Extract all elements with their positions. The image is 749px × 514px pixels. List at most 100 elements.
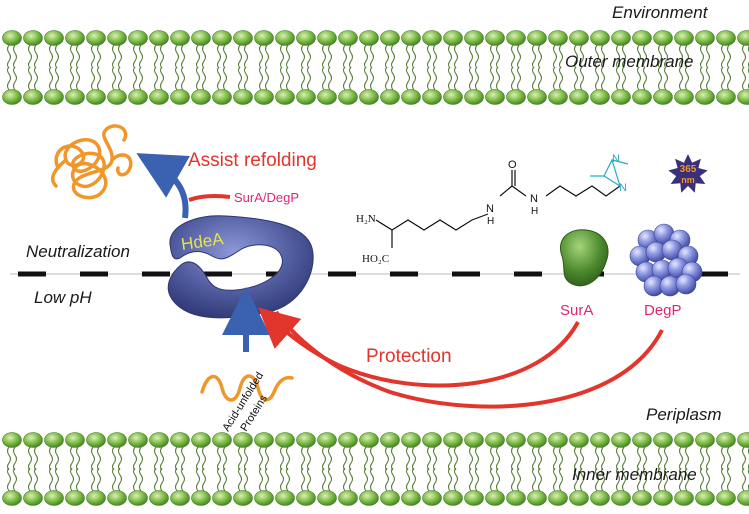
surA-label: SurA <box>560 302 594 319</box>
lipid-head <box>2 30 22 46</box>
lipid-tail <box>657 467 663 492</box>
lipid-tail <box>258 467 264 492</box>
lipid-tail <box>90 66 96 91</box>
lipid-head <box>548 490 568 506</box>
lipid-tail <box>594 467 600 492</box>
refolded-protein-tangle <box>51 124 133 200</box>
lipid-tail <box>573 66 579 91</box>
lipid-head <box>401 432 421 448</box>
lipid-head <box>632 89 652 105</box>
lipid-tail <box>138 446 144 471</box>
lipid-tail <box>684 446 690 471</box>
lipid-tail <box>111 66 117 91</box>
chem-nh-right-h: H <box>531 206 538 217</box>
lipid-head <box>128 89 148 105</box>
lipid-tail <box>369 467 375 492</box>
lipid-tail <box>327 66 333 91</box>
lipid-head <box>611 30 631 46</box>
lipid-head <box>443 89 463 105</box>
lipid-tail <box>33 446 39 471</box>
lipid-tail <box>474 66 480 91</box>
lipid-tail <box>405 66 411 91</box>
lipid-tail <box>621 44 627 69</box>
lipid-tail <box>573 446 579 471</box>
lipid-head <box>233 432 253 448</box>
lipid-tail <box>54 467 60 492</box>
lipid-tail <box>531 467 537 492</box>
lipid-tail <box>348 446 354 471</box>
lipid-head <box>149 89 169 105</box>
lipid-tail <box>447 66 453 91</box>
lipid-head <box>548 30 568 46</box>
lipid-tail <box>726 446 732 471</box>
lipid-head <box>2 432 22 448</box>
lipid-tail <box>138 467 144 492</box>
lipid-head <box>212 432 232 448</box>
lipid-head <box>443 490 463 506</box>
lipid-tail <box>579 446 585 471</box>
lipid-head <box>422 490 442 506</box>
lipid-tail <box>426 467 432 492</box>
lipid-head <box>23 30 43 46</box>
lipid-tail <box>69 467 75 492</box>
lipid-head <box>401 89 421 105</box>
lipid-tail <box>384 44 390 69</box>
lipid-tail <box>384 467 390 492</box>
lipid-tail <box>594 446 600 471</box>
chem-amine-label: H₂N <box>356 213 376 225</box>
lipid-head <box>317 30 337 46</box>
surA-protein-shape <box>560 229 609 287</box>
lipid-head <box>44 30 64 46</box>
lipid-head <box>569 490 589 506</box>
lipid-tail <box>48 446 54 471</box>
lipid-tail <box>243 446 249 471</box>
environment-label: Environment <box>612 3 708 22</box>
lipid-tail <box>447 467 453 492</box>
lipid-tail <box>621 446 627 471</box>
lipid-tail <box>327 467 333 492</box>
protection-label: Protection <box>366 346 452 367</box>
lipid-tail <box>453 446 459 471</box>
lipid-tail <box>663 467 669 492</box>
lipid-tail <box>27 467 33 492</box>
lipid-tail <box>636 467 642 492</box>
lipid-head <box>65 30 85 46</box>
lipid-tail <box>636 66 642 91</box>
lipid-tail <box>174 66 180 91</box>
lipid-tail <box>75 66 81 91</box>
uv-wavelength-unit: nm <box>681 175 695 185</box>
lipid-tail <box>306 467 312 492</box>
lipid-head <box>107 490 127 506</box>
lipid-tail <box>447 446 453 471</box>
lipid-head <box>401 30 421 46</box>
lipid-head <box>359 30 379 46</box>
lipid-tail <box>237 66 243 91</box>
lipid-tail <box>159 467 165 492</box>
lipid-head <box>107 432 127 448</box>
lipid-tail <box>426 446 432 471</box>
degP-protein-cluster <box>629 223 703 297</box>
lipid-tail <box>153 467 159 492</box>
lipid-tail <box>552 467 558 492</box>
lipid-tail <box>426 66 432 91</box>
lipid-head <box>737 432 749 448</box>
lipid-tail <box>180 446 186 471</box>
lipid-tail <box>12 44 18 69</box>
lipid-tail <box>111 467 117 492</box>
lipid-tail <box>153 446 159 471</box>
lipid-head <box>359 490 379 506</box>
lipid-head <box>527 432 547 448</box>
lipid-tail <box>426 44 432 69</box>
lipid-tail <box>237 446 243 471</box>
lipid-head <box>611 89 631 105</box>
lipid-tail <box>411 66 417 91</box>
lipid-head <box>569 30 589 46</box>
lipid-tail <box>237 467 243 492</box>
lipid-tail <box>96 446 102 471</box>
lipid-tail <box>222 44 228 69</box>
lipid-tail <box>558 467 564 492</box>
lipid-tail <box>636 446 642 471</box>
lipid-head <box>695 89 715 105</box>
